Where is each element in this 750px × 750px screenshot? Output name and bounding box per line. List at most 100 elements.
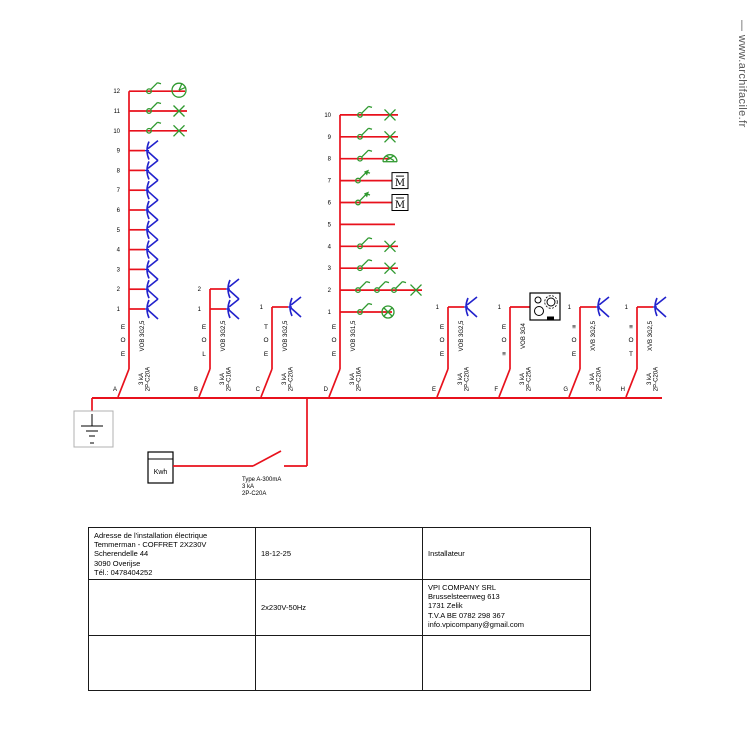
cable-label: VOB 3G2,5 — [459, 320, 465, 351]
socket-symbol — [146, 260, 150, 279]
switch-symbol — [146, 108, 152, 114]
kwh-meter-box — [147, 451, 174, 484]
socket-symbol — [146, 200, 150, 220]
socket-symbol — [147, 289, 159, 300]
address-cell: Adresse de l'installation électrique Tem… — [88, 526, 256, 581]
item-number: 3 — [117, 267, 121, 273]
item-number: 5 — [117, 228, 121, 234]
item-number: 9 — [117, 149, 121, 155]
switch-symbol — [357, 155, 363, 162]
socket-symbol — [147, 269, 159, 280]
item-number: 1 — [198, 307, 202, 313]
breaker-rating-label: 2P-C25A — [527, 367, 533, 391]
lamp-symbol — [384, 262, 396, 275]
branch-letter: B — [194, 387, 198, 393]
switch-symbol — [357, 309, 363, 315]
lamp-circle-symbol — [383, 307, 393, 317]
socket-symbol — [654, 297, 658, 317]
item-number: 1 — [568, 305, 572, 311]
archifacile-watermark-link[interactable]: — www.archifacile.fr — [736, 20, 748, 128]
empty-cell — [255, 635, 423, 692]
switch-symbol — [146, 127, 152, 134]
branch-left-glyph: O — [120, 337, 125, 344]
switch-symbol — [361, 237, 369, 246]
branch-letter: C — [256, 387, 261, 393]
switch-symbol — [378, 281, 386, 289]
socket-symbol — [655, 307, 667, 318]
breaker-rating-label: 3 kA — [139, 373, 145, 385]
title-block-table: Adresse de l'installation électrique Tem… — [88, 526, 591, 692]
breaker-rating-label: 3 kA — [458, 373, 464, 385]
item-number: 4 — [117, 248, 121, 254]
socket-symbol — [228, 278, 240, 288]
switch-symbol — [374, 287, 380, 294]
item-number: 12 — [113, 89, 120, 95]
company-line: VPI COMPANY SRL — [428, 583, 497, 593]
socket-symbol — [147, 190, 159, 201]
socket-symbol — [227, 279, 231, 299]
socket-symbol — [465, 297, 469, 317]
socket-symbol — [147, 309, 159, 320]
branch-letter: F — [494, 387, 498, 393]
company-line: Brusselsteenweg 613 — [428, 592, 500, 602]
switch-symbol — [391, 287, 397, 294]
branch-letter: G — [563, 387, 568, 393]
fan-symbol — [178, 86, 187, 91]
breaker-rating-label: 3 kA — [220, 373, 226, 385]
switch-symbol — [359, 281, 367, 289]
breaker-rating-label: 3 kA — [590, 373, 596, 385]
address-line: Temmerman - COFFRET 2X230V — [94, 540, 207, 550]
branch-left-glyph: L — [202, 351, 206, 358]
branch-left-glyph: T — [264, 324, 268, 331]
cable-label: VOB 3G1,5 — [351, 320, 357, 351]
switch-symbol — [361, 303, 369, 311]
socket-symbol — [466, 296, 478, 306]
company-line: T.V.A BE 0782 298 367 — [428, 610, 505, 620]
socket-symbol — [146, 240, 150, 259]
address-line: Tél.: 0478404252 — [94, 567, 153, 577]
branch-left-glyph: ≡ — [572, 324, 576, 331]
fan-symbol — [171, 82, 187, 98]
circuit-breaker-lever — [568, 368, 581, 398]
breaker-rating-label: 3 kA — [350, 373, 356, 385]
socket-symbol — [146, 279, 150, 299]
dome-light-symbol — [385, 155, 395, 162]
circuit-breaker-lever — [436, 368, 449, 398]
socket-symbol — [597, 297, 601, 317]
switch-symbol — [368, 105, 373, 109]
main-differential-label: 3 kA — [242, 484, 254, 490]
switch-arrow — [364, 191, 369, 198]
branch-left-glyph: E — [332, 324, 337, 331]
socket-symbol — [147, 199, 159, 209]
hob-symbol — [544, 295, 558, 309]
circuit-breaker-lever — [117, 368, 130, 398]
motor-label: M — [395, 178, 405, 189]
branch-left-glyph: O — [439, 337, 444, 344]
empty-cell — [88, 635, 256, 692]
socket-symbol — [146, 220, 150, 240]
circuit-breaker-lever — [260, 368, 273, 398]
earth-box — [73, 410, 114, 448]
circuit-breaker-lever — [625, 368, 638, 398]
socket-symbol — [147, 250, 159, 261]
breaker-rating-label: 3 kA — [520, 373, 526, 385]
socket-symbol — [146, 299, 150, 319]
socket-symbol — [289, 297, 293, 317]
item-number: 1 — [625, 305, 629, 311]
item-number: 5 — [328, 222, 332, 228]
breaker-rating-label: 2P-C20A — [654, 367, 660, 391]
item-number: 8 — [117, 168, 121, 174]
motor-label: M — [395, 200, 405, 211]
switch-symbol — [395, 281, 403, 289]
item-number: 1 — [117, 307, 121, 313]
switch-symbol — [368, 127, 373, 130]
switch-symbol — [146, 88, 152, 95]
socket-symbol — [228, 309, 240, 320]
cable-label: VOB 3G2,5 — [283, 320, 289, 351]
dome-light-symbol — [382, 154, 398, 162]
socket-symbol — [228, 289, 240, 300]
branch-left-glyph: E — [502, 324, 507, 331]
socket-symbol — [147, 151, 159, 162]
branch-left-glyph: O — [331, 337, 336, 344]
